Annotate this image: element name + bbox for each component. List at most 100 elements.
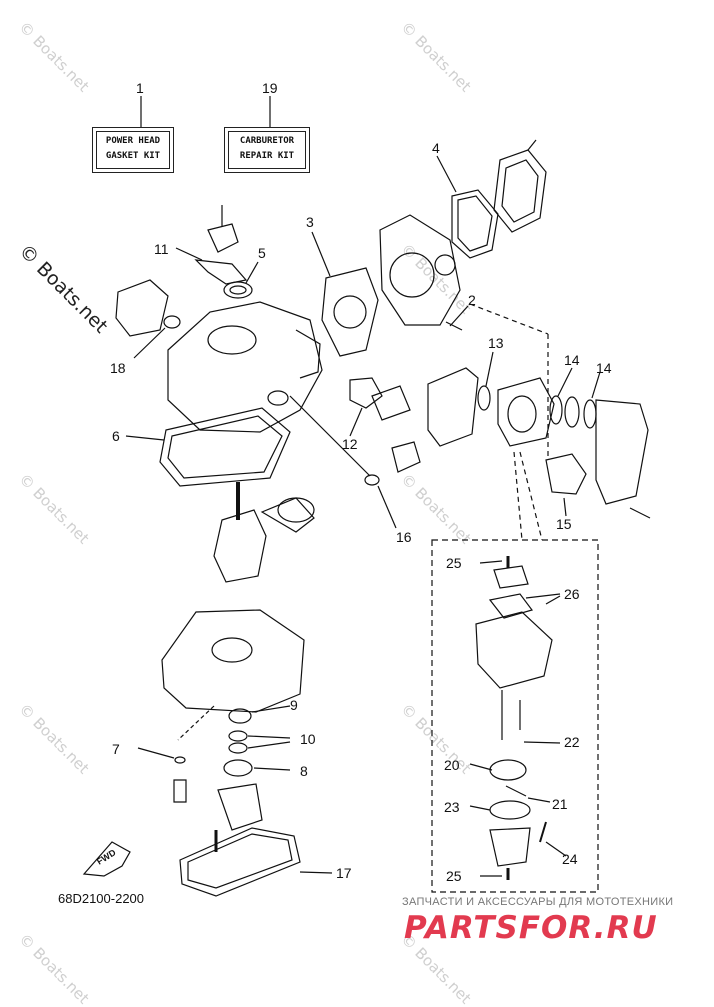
bolt bbox=[173, 779, 187, 803]
part-24-screw bbox=[539, 821, 547, 843]
leader-line bbox=[289, 395, 371, 477]
part-23-o-ring bbox=[489, 800, 531, 820]
leader-line bbox=[557, 367, 573, 397]
bolt bbox=[445, 321, 463, 331]
cylinder-head-port bbox=[389, 252, 435, 298]
callout-26: 26 bbox=[564, 586, 580, 602]
leader-line bbox=[545, 595, 561, 605]
callout-16: 16 bbox=[396, 529, 412, 545]
part-3-gasket-hole bbox=[333, 295, 367, 329]
cylinder-bore bbox=[207, 325, 257, 355]
leader-line bbox=[311, 231, 331, 277]
crankcase bbox=[167, 301, 323, 433]
callout-25: 25 bbox=[446, 868, 462, 884]
leader-line bbox=[253, 767, 291, 771]
cylinder-head bbox=[379, 214, 461, 326]
part-26-gasket bbox=[488, 593, 534, 619]
part-16-o-ring bbox=[364, 474, 380, 486]
leader-line bbox=[137, 747, 175, 759]
part-11-bracket bbox=[194, 259, 248, 285]
carburetor bbox=[497, 377, 555, 447]
carburetor-body bbox=[475, 611, 553, 689]
callout-15: 15 bbox=[556, 516, 572, 532]
bolt bbox=[629, 507, 651, 519]
crankshaft bbox=[213, 509, 267, 583]
leader-line bbox=[523, 741, 561, 744]
thermostat bbox=[391, 441, 421, 473]
part-18-o-ring bbox=[163, 315, 181, 329]
leader-line bbox=[563, 497, 567, 517]
exhaust-cover-inner bbox=[501, 159, 539, 223]
bracket-plate bbox=[207, 223, 239, 253]
callout-6: 6 bbox=[112, 428, 120, 444]
leader-line bbox=[479, 560, 503, 564]
part-4-gasket-inner bbox=[457, 195, 493, 252]
part-4-gasket bbox=[451, 189, 499, 259]
callout-24: 24 bbox=[562, 851, 578, 867]
part-7-washer bbox=[174, 756, 186, 764]
float-bowl-plate bbox=[493, 565, 529, 589]
leader-line bbox=[349, 407, 363, 437]
callout-4: 4 bbox=[432, 140, 440, 156]
callout-1: 1 bbox=[136, 80, 144, 96]
shop-logo: PARTSFOR.RU bbox=[404, 910, 658, 946]
leader-line bbox=[377, 485, 397, 529]
kit-label: GASKET KIT bbox=[105, 151, 161, 161]
port-ring bbox=[267, 390, 289, 406]
callout-13: 13 bbox=[488, 335, 504, 351]
part-20-float bbox=[489, 759, 527, 781]
part-9-oil-seal bbox=[228, 708, 252, 724]
crankcase-flange bbox=[295, 329, 321, 379]
leader-line bbox=[469, 763, 493, 771]
leader-line bbox=[591, 371, 601, 399]
leader-line bbox=[449, 305, 469, 327]
callout-20: 20 bbox=[444, 757, 460, 773]
leader-line bbox=[247, 735, 291, 739]
diagram-code: 68D2100-2200 bbox=[58, 891, 145, 906]
leader-line bbox=[525, 593, 561, 599]
kit-label: POWER HEAD bbox=[105, 136, 161, 146]
part-10-seal bbox=[228, 730, 248, 742]
callout-3: 3 bbox=[306, 214, 314, 230]
fuel-pump bbox=[115, 279, 169, 337]
lower-crankcase-bore bbox=[211, 637, 253, 663]
part-14-spacer bbox=[564, 396, 580, 428]
leader-line bbox=[469, 805, 491, 811]
part-14-gasket bbox=[583, 399, 597, 429]
leader-line bbox=[125, 435, 165, 441]
callout-12: 12 bbox=[342, 436, 358, 452]
callout-5: 5 bbox=[258, 245, 266, 261]
callout-14: 14 bbox=[564, 352, 580, 368]
part-17-gasket-inner bbox=[187, 833, 293, 889]
part-13-o-ring bbox=[477, 385, 491, 411]
leader-line bbox=[175, 247, 203, 261]
oil-seal bbox=[223, 281, 253, 299]
part-6-gasket-inner bbox=[167, 415, 283, 479]
leader-line bbox=[245, 261, 259, 284]
shop-subtitle: ЗАПЧАСТИ И АКСЕССУАРЫ ДЛЯ МОТОТЕХНИКИ bbox=[402, 896, 674, 908]
power-head-gasket-kit: POWER HEAD GASKET KIT bbox=[92, 127, 174, 173]
part-12-cover bbox=[371, 385, 411, 421]
intake-manifold bbox=[427, 367, 479, 447]
callout-7: 7 bbox=[112, 741, 120, 757]
part-17-gasket bbox=[179, 827, 301, 897]
part-6-gasket bbox=[159, 407, 291, 487]
callout-23: 23 bbox=[444, 799, 460, 815]
callout-19: 19 bbox=[262, 80, 278, 96]
callout-17: 17 bbox=[336, 865, 352, 881]
callout-25: 25 bbox=[446, 555, 462, 571]
callout-9: 9 bbox=[290, 697, 298, 713]
part-21-pin bbox=[505, 785, 527, 797]
dashed-link bbox=[177, 705, 215, 741]
leader-line bbox=[485, 351, 494, 387]
leader-line bbox=[436, 155, 457, 193]
drain-cover bbox=[217, 783, 263, 831]
leader-line bbox=[251, 705, 291, 713]
piston bbox=[277, 497, 315, 523]
dashed-link bbox=[513, 451, 523, 541]
part-3-gasket bbox=[321, 267, 379, 357]
part-12-gasket bbox=[349, 377, 383, 409]
cylinder-head-port bbox=[434, 254, 456, 276]
